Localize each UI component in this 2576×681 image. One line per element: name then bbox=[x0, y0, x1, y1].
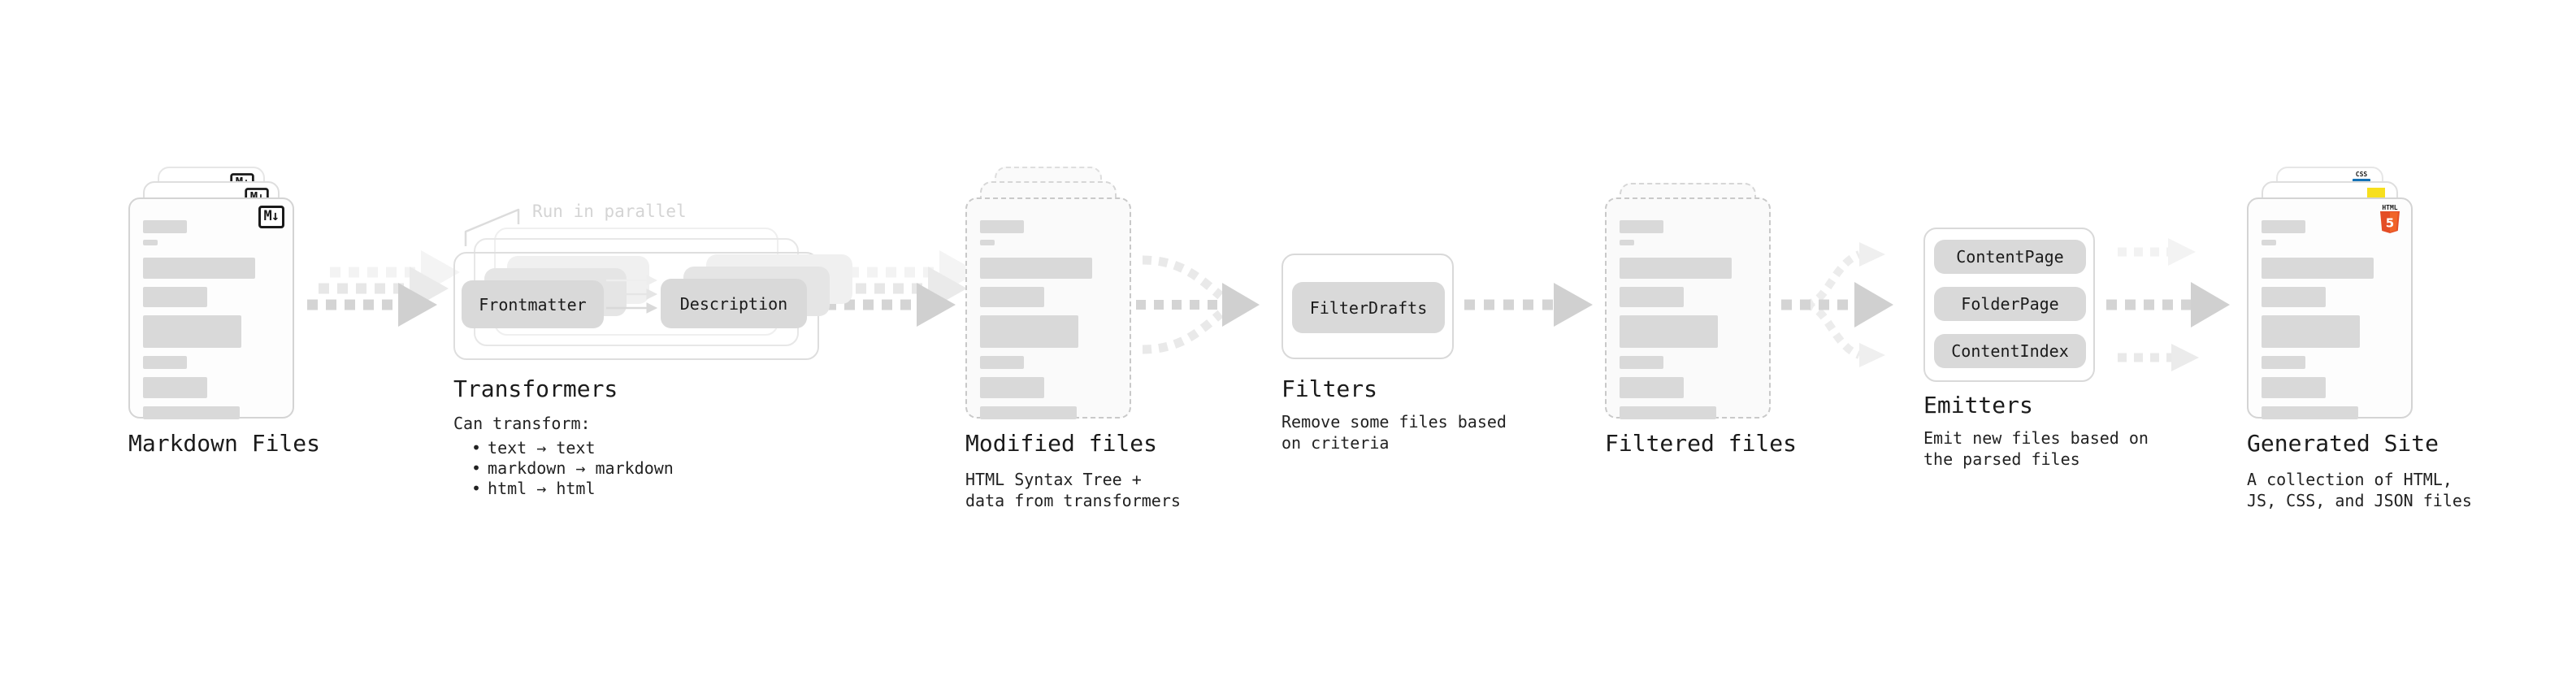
doc-line bbox=[2262, 377, 2326, 398]
content-index-pill: ContentIndex bbox=[1934, 334, 2086, 368]
doc-line bbox=[143, 406, 241, 419]
transformers-desc-title: Can transform: bbox=[453, 414, 591, 433]
bullet-item: •markdown → markdown bbox=[471, 458, 674, 478]
run-in-parallel-leader bbox=[464, 208, 520, 246]
doc-line bbox=[143, 287, 207, 307]
markdown-icon: M↓ bbox=[258, 206, 284, 228]
modified-file-card bbox=[965, 197, 1131, 419]
doc-line bbox=[143, 356, 187, 369]
filters-desc: Remove some files based on criteria bbox=[1281, 412, 1507, 453]
doc-line bbox=[1620, 287, 1684, 307]
doc-line bbox=[980, 377, 1044, 398]
filters-card: FilterDrafts bbox=[1281, 254, 1454, 359]
css-file-icon: CSS bbox=[2353, 171, 2370, 182]
bullet-icon: • bbox=[471, 458, 482, 478]
stage-label-transformers: Transformers bbox=[453, 375, 618, 402]
content-page-pill: ContentPage bbox=[1934, 240, 2086, 274]
arrow-transformers-to-modified bbox=[826, 250, 978, 327]
doc-line bbox=[1620, 377, 1684, 398]
stage-label-filters: Filters bbox=[1281, 375, 1378, 402]
markdown-file-card: M↓ bbox=[128, 197, 294, 419]
filter-drafts-pill: FilterDrafts bbox=[1292, 282, 1445, 333]
stage-filtered-files: Filtered files bbox=[1605, 183, 1798, 458]
arrow-content-page-output bbox=[2118, 238, 2196, 266]
doc-line bbox=[980, 240, 995, 245]
doc-line bbox=[980, 315, 1078, 348]
doc-line bbox=[2262, 356, 2305, 369]
stage-label-modified-files: Modified files bbox=[965, 430, 1158, 457]
doc-line bbox=[1620, 406, 1717, 419]
doc-line bbox=[980, 287, 1044, 307]
generated-site-desc: A collection of HTML, JS, CSS, and JSON … bbox=[2247, 470, 2472, 510]
bullet-icon: • bbox=[471, 479, 482, 498]
doc-line bbox=[980, 258, 1092, 279]
arrows-emitters-to-generated bbox=[2106, 238, 2230, 371]
doc-line bbox=[1620, 220, 1663, 233]
stage-label-emitters: Emitters bbox=[1923, 392, 2033, 419]
stage-label-filtered-files: Filtered files bbox=[1605, 430, 1798, 457]
stage-label-markdown-files: Markdown Files bbox=[128, 430, 321, 457]
doc-line bbox=[1620, 315, 1718, 348]
arrow-content-index-output bbox=[2118, 344, 2199, 371]
filtered-file-card bbox=[1605, 197, 1771, 419]
js-file-icon bbox=[2367, 188, 2385, 197]
bullet-item: •text → text bbox=[471, 438, 596, 458]
arrow-folder-page-output bbox=[2106, 282, 2230, 327]
svg-text:5: 5 bbox=[2386, 216, 2394, 231]
frontmatter-pill: Frontmatter bbox=[462, 280, 604, 328]
modified-files-desc: HTML Syntax Tree + data from transformer… bbox=[965, 470, 1181, 510]
parallel-arrows-icon bbox=[606, 275, 658, 314]
arrow-filtered-to-emitters-fanout bbox=[1781, 242, 1893, 367]
description-pill: Description bbox=[661, 279, 807, 328]
doc-line bbox=[143, 240, 158, 245]
transformers-bullet-list: •text → text •markdown → markdown •html … bbox=[453, 438, 674, 499]
bullet-icon: • bbox=[471, 438, 482, 458]
stage-label-generated-site: Generated Site bbox=[2247, 430, 2439, 457]
doc-line bbox=[1620, 258, 1732, 279]
doc-line bbox=[143, 377, 207, 398]
doc-line bbox=[1620, 240, 1635, 245]
html-file-card: HTML 5 bbox=[2247, 197, 2413, 419]
emitters-desc: Emit new files based on the parsed files bbox=[1923, 428, 2149, 469]
emitters-card: ContentPage FolderPage ContentIndex bbox=[1923, 228, 2095, 382]
stage-markdown-files: M↓ M↓ M↓ Markdown Files bbox=[128, 167, 321, 458]
doc-line bbox=[143, 258, 255, 279]
doc-line bbox=[980, 220, 1024, 233]
html5-icon: HTML 5 bbox=[2379, 204, 2400, 236]
doc-line bbox=[143, 220, 187, 233]
doc-line bbox=[2262, 240, 2277, 245]
doc-line bbox=[980, 356, 1024, 369]
arrow-modified-to-filters-converge bbox=[1136, 255, 1260, 354]
stage-transformers: Run in parallel Frontmatter Description … bbox=[453, 195, 852, 536]
run-in-parallel-note: Run in parallel bbox=[532, 202, 687, 221]
doc-line bbox=[1620, 356, 1663, 369]
arrow-filters-to-filtered bbox=[1464, 283, 1593, 327]
doc-line bbox=[2262, 406, 2359, 419]
doc-line bbox=[2262, 315, 2360, 348]
bullet-item: •html → html bbox=[471, 479, 596, 498]
doc-line bbox=[2262, 220, 2305, 233]
folder-page-pill: FolderPage bbox=[1934, 287, 2086, 321]
stage-generated-site: CSS HTML 5 Generated bbox=[2247, 167, 2472, 511]
arrow-markdown-to-transformers bbox=[307, 250, 460, 327]
doc-line bbox=[2262, 287, 2326, 307]
stage-modified-files: Modified files HTML Syntax Tree + data f… bbox=[965, 167, 1181, 511]
doc-line bbox=[143, 315, 241, 348]
doc-line bbox=[2262, 258, 2374, 279]
doc-line bbox=[980, 406, 1078, 419]
